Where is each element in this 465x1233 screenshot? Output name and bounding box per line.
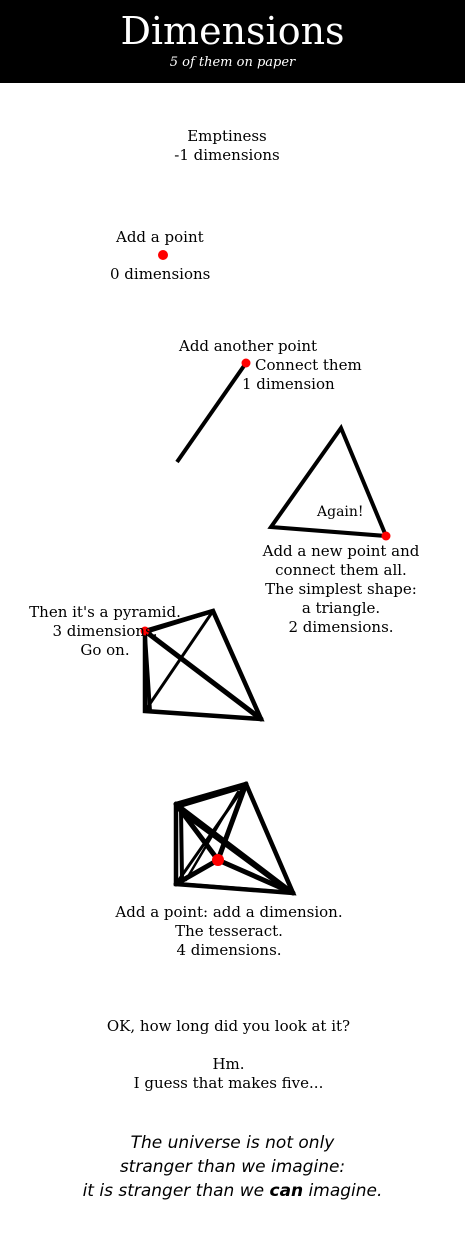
quote-emphasis: can — [269, 1181, 304, 1201]
line-endpoint-dot — [241, 358, 251, 368]
page-subtitle: 5 of them on paper — [169, 55, 296, 70]
quote-line-start: it is stranger than we — [82, 1181, 270, 1201]
tesseract-caption: Add a point: add a dimension. The tesser… — [95, 903, 363, 960]
header-banner: Dimensions 5 of them on paper — [0, 0, 465, 83]
five-conclusion: I guess that makes five... — [133, 1074, 324, 1092]
emptiness-label: Emptiness — [187, 127, 267, 145]
triangle-shape — [267, 423, 390, 539]
emptiness-caption: Emptiness -1 dimensions — [132, 127, 322, 165]
triangle-caption-line: Add a new point and — [262, 542, 420, 560]
pyramid-caption-line: Go on. — [80, 641, 130, 659]
triangle-caption-line: connect them all. — [275, 561, 407, 579]
triangle-caption-line: a triangle. — [301, 599, 381, 617]
quote-line: stranger than we imagine: — [119, 1157, 346, 1177]
tesseract-new-point-dot — [212, 854, 224, 866]
pyramid-caption: Then it's a pyramid. 3 dimensions. Go on… — [18, 603, 192, 660]
triangle-caption: Add a new point and connect them all. Th… — [246, 542, 436, 637]
five-hm: Hm. — [212, 1055, 245, 1073]
quote-line-end: imagine. — [303, 1181, 383, 1201]
tesseract-shape — [173, 781, 297, 896]
pyramid-shape — [142, 608, 265, 722]
point-add-label: Add a point — [116, 228, 204, 246]
page-title: Dimensions — [120, 9, 345, 53]
pyramid-caption-line: Then it's a pyramid. — [29, 603, 181, 621]
pyramid-new-point-dot — [140, 626, 150, 636]
triangle-new-point-dot — [381, 531, 391, 541]
line-add-label: Add another point — [179, 337, 318, 355]
triangle-dimension-count: 2 dimensions. — [288, 618, 394, 636]
quote-line: The universe is not only — [130, 1133, 335, 1153]
triangle-again-label: Again! — [317, 504, 364, 520]
tesseract-dimension-count: 4 dimensions. — [176, 941, 282, 959]
point-dimension-count: 0 dimensions — [110, 265, 211, 283]
tesseract-caption-line: The tesseract. — [175, 922, 283, 940]
closing-quote: The universe is not only stranger than w… — [0, 1131, 465, 1203]
triangle-caption-line: The simplest shape: — [265, 580, 417, 598]
five-question: OK, how long did you look at it? — [106, 1017, 351, 1035]
emptiness-dimension-count: -1 dimensions — [174, 146, 280, 164]
pyramid-dimension-count: 3 dimensions. — [52, 622, 158, 640]
line-segment — [175, 361, 248, 464]
point-dot — [158, 250, 168, 260]
tesseract-caption-line: Add a point: add a dimension. — [115, 903, 343, 921]
quote-line: it is stranger than we can imagine. — [0, 1179, 465, 1203]
line-connect-label: Connect them — [255, 356, 362, 374]
line-dimension-count: 1 dimension — [242, 375, 335, 393]
